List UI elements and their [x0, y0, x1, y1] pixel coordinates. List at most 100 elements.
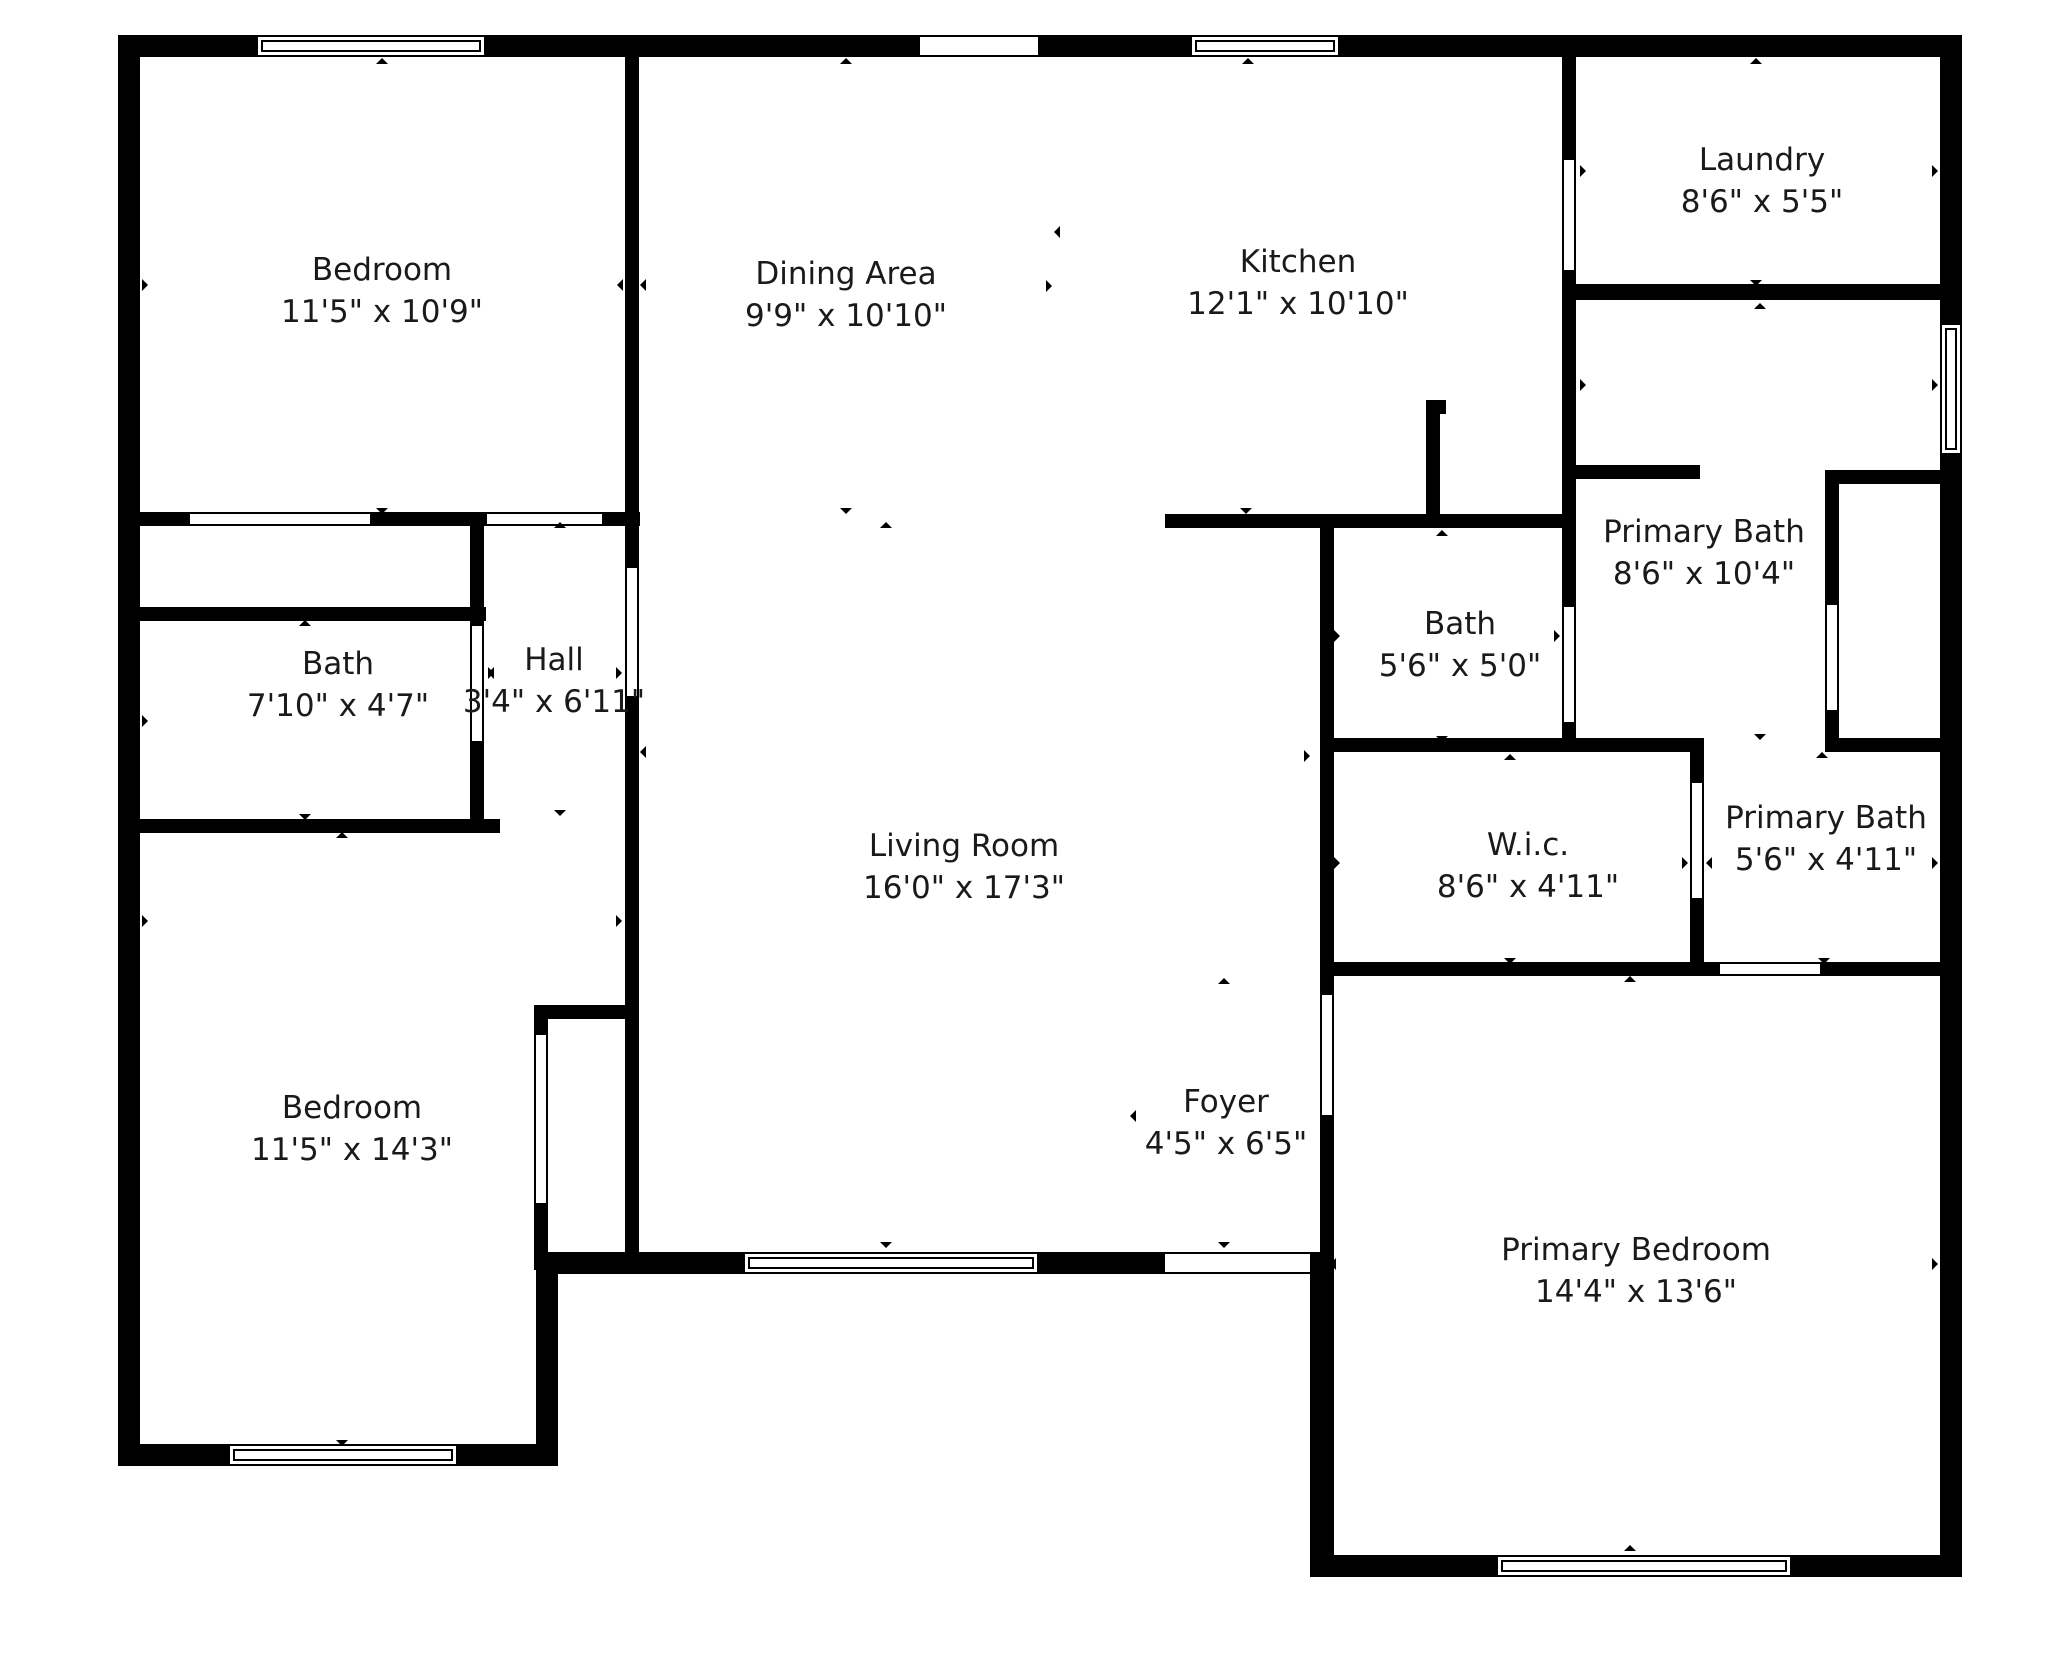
window-sash — [1501, 1560, 1787, 1572]
marker — [299, 620, 311, 626]
window-sash — [261, 40, 481, 52]
door-opening — [472, 626, 482, 741]
marker — [142, 279, 148, 291]
marker — [616, 667, 622, 679]
room-name: Dining Area — [755, 256, 936, 292]
marker — [376, 58, 388, 64]
marker — [1436, 530, 1448, 536]
marker — [1932, 379, 1938, 391]
marker — [1046, 280, 1052, 292]
marker — [840, 58, 852, 64]
room-dims: 4'5" x 6'5" — [1145, 1126, 1308, 1162]
marker — [1932, 857, 1938, 869]
window-opening — [258, 37, 484, 55]
marker — [880, 1242, 892, 1248]
room-dims: 5'6" x 4'11" — [1735, 842, 1917, 878]
room-name: Laundry — [1699, 142, 1825, 178]
window-opening — [230, 1446, 456, 1464]
dimension-markers — [142, 58, 1938, 1551]
wall — [534, 1005, 632, 1019]
door-opening — [1322, 995, 1332, 1115]
door-opening — [1564, 160, 1574, 270]
wall — [1320, 962, 1952, 976]
marker — [488, 667, 494, 679]
marker — [1218, 978, 1230, 984]
wall — [1825, 738, 1950, 752]
marker — [1818, 958, 1830, 964]
window-sash — [233, 1449, 453, 1461]
room-labels: Bedroom 11'5" x 10'9" Dining Area 9'9" x… — [247, 142, 1927, 1310]
room-dims: 12'1" x 10'10" — [1187, 286, 1409, 322]
marker — [554, 810, 566, 816]
marker — [640, 279, 646, 291]
marker — [1750, 58, 1762, 64]
marker — [142, 715, 148, 727]
door-opening — [536, 1035, 546, 1203]
room-name: Primary Bedroom — [1501, 1232, 1771, 1268]
room-name: Bedroom — [282, 1090, 422, 1126]
room-name: Primary Bath — [1603, 514, 1805, 550]
window-opening — [745, 1254, 1037, 1272]
door-opening — [1165, 1254, 1310, 1272]
room-name: Bath — [302, 646, 374, 682]
room-name: Kitchen — [1240, 244, 1357, 280]
room-name: Primary Bath — [1725, 800, 1927, 836]
marker — [336, 832, 348, 838]
marker — [1932, 1258, 1938, 1270]
door-opening — [190, 514, 370, 524]
openings — [190, 37, 1960, 1575]
marker — [1554, 630, 1560, 642]
window-opening — [1192, 37, 1338, 55]
marker — [1816, 752, 1828, 758]
marker — [840, 508, 852, 514]
wall — [130, 819, 500, 833]
wall — [118, 35, 140, 1465]
room-name: Foyer — [1183, 1084, 1269, 1120]
door-opening — [1720, 964, 1820, 974]
marker — [299, 814, 311, 820]
marker — [1624, 1545, 1636, 1551]
room-dims: 14'4" x 13'6" — [1535, 1274, 1737, 1310]
marker — [376, 508, 388, 514]
marker — [142, 915, 148, 927]
marker — [1580, 165, 1586, 177]
door-opening — [487, 514, 602, 524]
marker — [554, 522, 566, 528]
marker — [1242, 58, 1254, 64]
room-dims: 8'6" x 5'5" — [1681, 184, 1844, 220]
window-sash — [748, 1257, 1034, 1269]
room-dims: 9'9" x 10'10" — [745, 298, 947, 334]
marker — [1504, 958, 1516, 964]
door-opening — [627, 568, 637, 696]
marker — [1218, 1242, 1230, 1248]
wall — [1320, 738, 1704, 752]
marker — [616, 915, 622, 927]
room-dims: 8'6" x 10'4" — [1613, 556, 1795, 592]
marker — [1240, 508, 1252, 514]
door-opening — [1564, 607, 1574, 722]
marker — [1750, 280, 1762, 286]
wall — [1426, 400, 1440, 522]
window-opening — [1498, 1557, 1790, 1575]
room-dims: 7'10" x 4'7" — [247, 688, 429, 724]
wall — [130, 607, 486, 621]
room-name: Hall — [524, 642, 584, 678]
marker — [1754, 734, 1766, 740]
wall — [1575, 465, 1700, 479]
wall — [1940, 35, 1962, 1577]
room-dims: 8'6" x 4'11" — [1437, 869, 1619, 905]
marker — [1504, 754, 1516, 760]
marker — [1682, 857, 1688, 869]
marker — [1932, 165, 1938, 177]
marker — [640, 746, 646, 758]
wall — [1426, 400, 1446, 414]
door-opening — [920, 37, 1038, 55]
marker — [1754, 303, 1766, 309]
marker — [1580, 379, 1586, 391]
room-dims: 11'5" x 14'3" — [251, 1132, 453, 1168]
marker — [1130, 1110, 1136, 1122]
marker — [617, 279, 623, 291]
room-name: Bath — [1424, 606, 1496, 642]
marker — [880, 522, 892, 528]
